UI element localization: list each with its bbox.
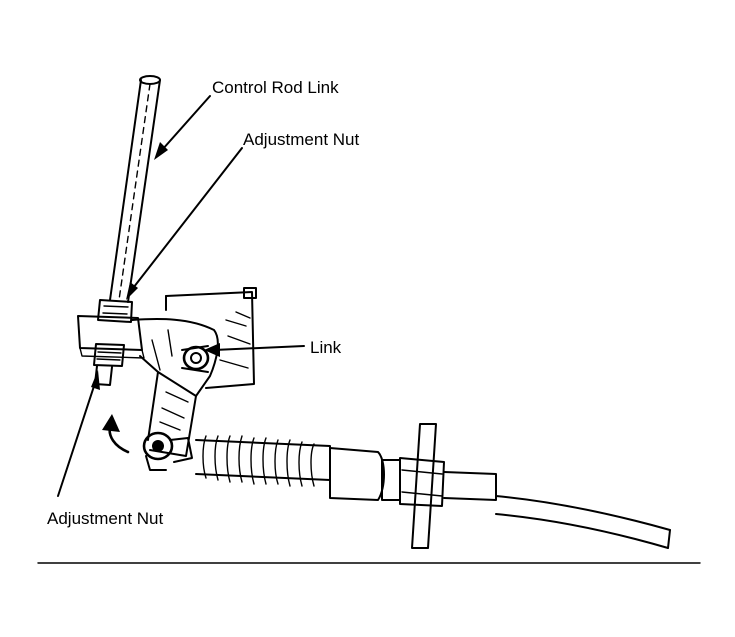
arrow-pointer-icon: [154, 142, 168, 160]
arrow-pointer-icon: [91, 370, 100, 390]
label-adjustment-nut-bottom: Adjustment Nut: [47, 509, 163, 528]
lower-lever-arm: [149, 371, 197, 457]
cable-boot: [195, 435, 385, 501]
lever-collar: [77, 315, 145, 359]
link-pivot-pin: [181, 345, 210, 373]
arrow-pointer-icon: [126, 282, 138, 300]
label-link: Link: [310, 338, 342, 357]
label-control-rod-link: Control Rod Link: [212, 78, 339, 97]
control-rod: [109, 75, 161, 303]
label-adjustment-nut-top: Adjustment Nut: [243, 130, 359, 149]
rotation-arrow-icon: [102, 414, 130, 454]
arrow-pointer-icon: [204, 343, 220, 357]
bulkhead-plate: [381, 423, 445, 549]
leader-adjustment-nut-top: [126, 147, 243, 300]
mounting-bracket: [165, 287, 257, 389]
link-plate: [131, 318, 219, 441]
cable-pivot: [142, 431, 193, 471]
leader-adjustment-nut-bottom: [57, 370, 100, 497]
leader-control-rod-link: [154, 95, 211, 160]
cable-sheath: [443, 471, 671, 549]
leader-link: [204, 343, 305, 357]
upper-adjustment-nut: [97, 299, 133, 323]
